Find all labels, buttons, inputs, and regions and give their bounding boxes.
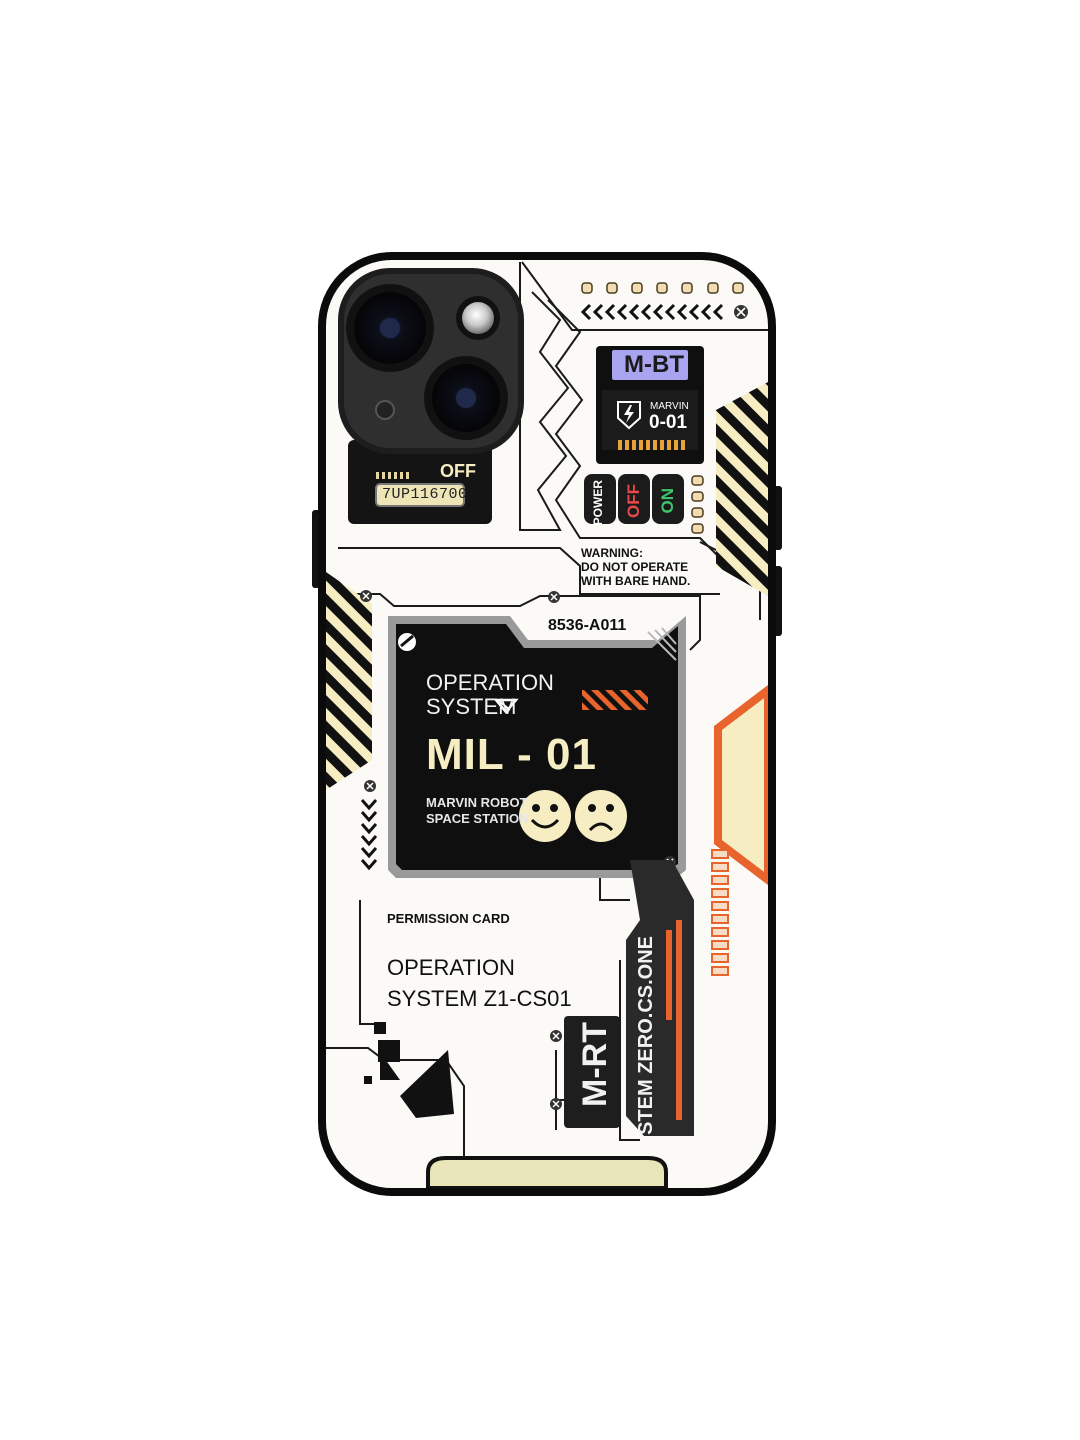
camera-module: [338, 268, 524, 524]
permission-card-label: PERMISSION CARD: [387, 911, 510, 926]
orange-dot-column: [711, 849, 729, 976]
warning-line-1: WARNING:: [581, 546, 643, 560]
camera-status-off: OFF: [440, 461, 476, 481]
warning-line-3: WITH BARE HAND.: [581, 574, 691, 588]
chevron-column-icon: [360, 799, 378, 871]
side-button-right-lower: [774, 566, 782, 636]
mrt-label: M-RT: [576, 1022, 614, 1107]
hazard-stripes-left: [326, 572, 372, 790]
panel-title-line-1: OPERATION: [426, 670, 554, 695]
triangle-down-icon: [493, 698, 519, 714]
switch-power-label: POWER: [591, 480, 605, 526]
switch-on-label: ON: [658, 488, 677, 514]
phone-case-face: [326, 260, 768, 1188]
panel-model: MIL - 01: [426, 730, 598, 779]
system-tag-label: STEM ZERO.CS.ONE: [635, 936, 657, 1135]
badge-line-model: 0-01: [649, 412, 688, 433]
side-button-left: [312, 510, 320, 588]
bottom-tab: [426, 1156, 668, 1188]
badge-title: M-BT: [624, 351, 684, 378]
panel-subtitle-line-2: SPACE STATION: [426, 811, 529, 826]
permission-line-1: OPERATION: [387, 955, 515, 980]
case-artwork: [326, 261, 768, 1188]
permission-line-2: SYSTEM Z1-CS01: [387, 986, 572, 1011]
panel-subtitle-line-1: MARVIN ROBOT: [426, 795, 528, 810]
main-panel: [388, 616, 686, 878]
hexagon-panel: [714, 684, 768, 886]
camera-code-display: 7UP116700: [382, 486, 468, 503]
sad-face-icon: [588, 804, 614, 832]
warning-line-2: DO NOT OPERATE: [581, 560, 689, 574]
mbt-badge: [596, 346, 704, 464]
orange-stripe-tag: [582, 690, 648, 710]
side-button-right-upper: [774, 486, 782, 550]
panel-title-line-2: SYSTEM: [426, 694, 517, 719]
smiley-face-icon: [530, 804, 560, 829]
indicator-dots: [581, 282, 744, 294]
badge-line-marvin: MARVIN: [650, 401, 689, 412]
switch-block: [584, 474, 684, 524]
system-tag: [626, 860, 694, 1136]
mrt-block: [564, 1016, 620, 1128]
switch-off-label: OFF: [624, 484, 643, 518]
chevron-row-icon: [580, 303, 724, 321]
panel-code: 8536-A011: [548, 617, 627, 634]
geometric-shapes: [364, 1022, 454, 1118]
hazard-stripes-right: [716, 382, 768, 596]
